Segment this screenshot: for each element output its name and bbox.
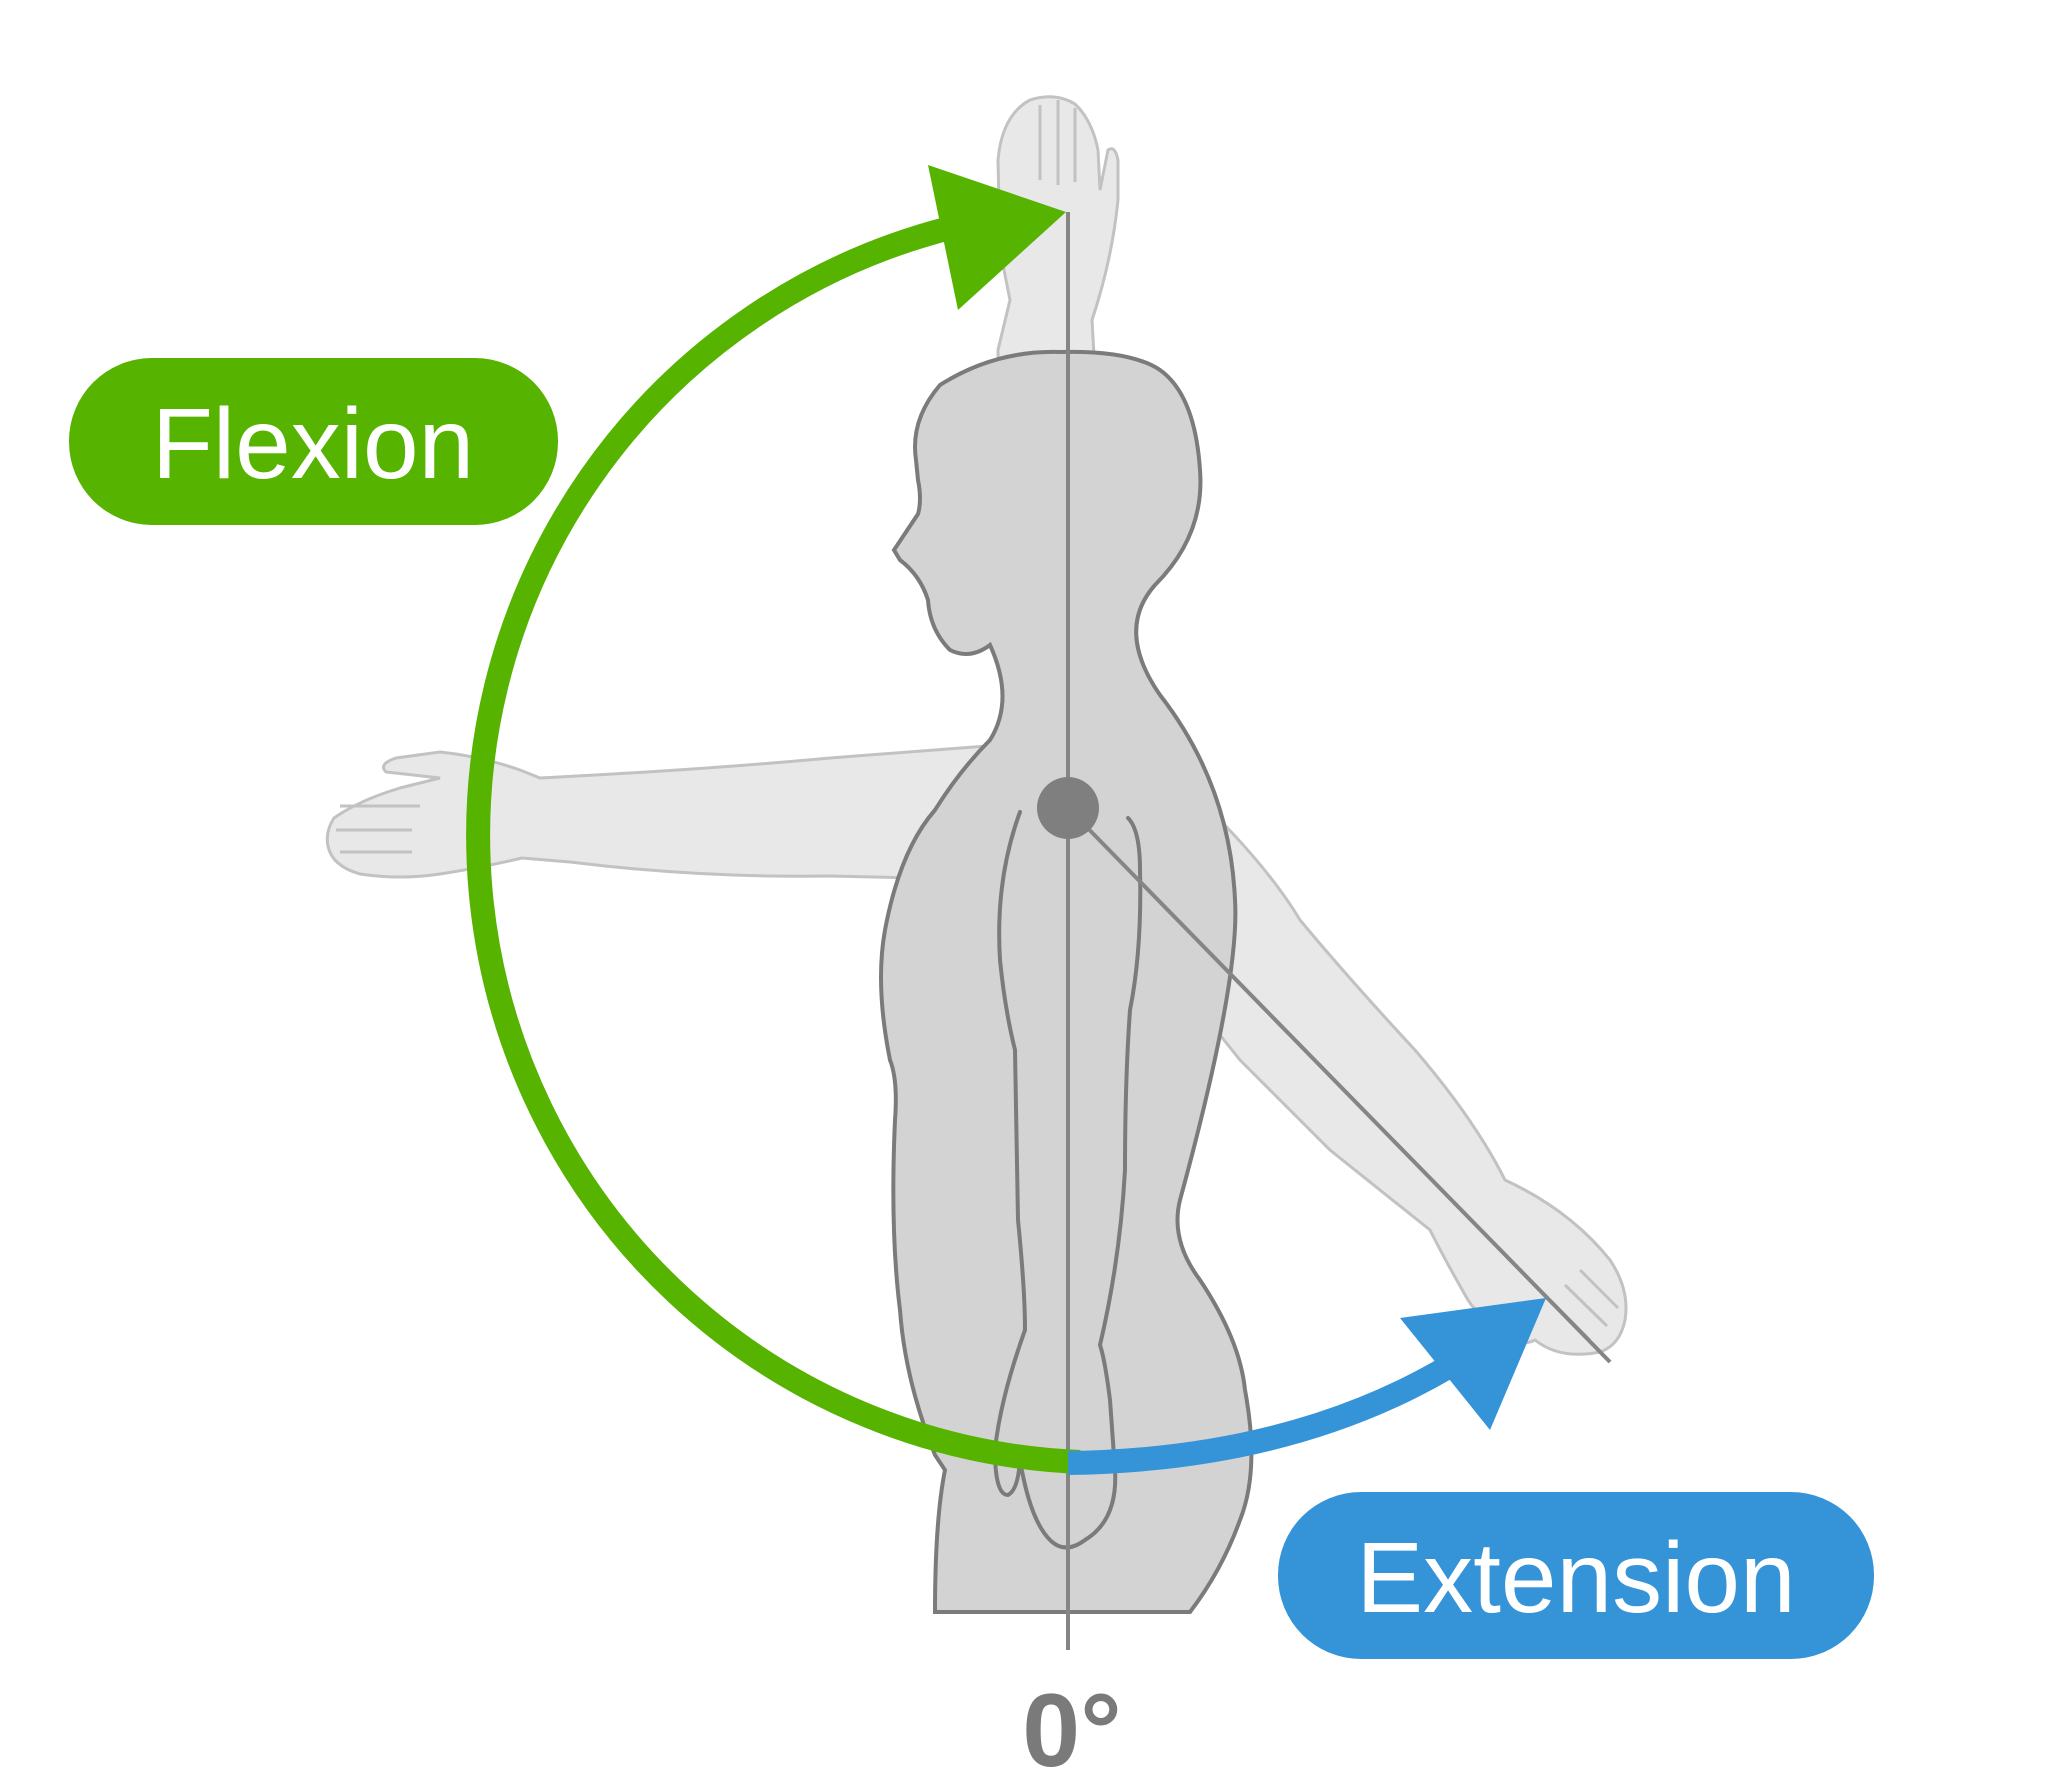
extension-arrow bbox=[1067, 1298, 1546, 1475]
ghost-arm-backward bbox=[1198, 806, 1628, 1356]
extension-label-text: Extension bbox=[1356, 1522, 1795, 1634]
extension-arrowhead bbox=[1400, 1298, 1546, 1430]
flexion-label: Flexion bbox=[69, 358, 558, 525]
flexion-arrowhead bbox=[928, 165, 1066, 310]
flexion-arrow bbox=[466, 165, 1081, 1474]
ghost-arm-forward bbox=[325, 743, 1002, 882]
extension-reference-line bbox=[1066, 806, 1612, 1364]
zero-degree-label: 0° bbox=[1022, 1673, 1121, 1789]
extension-label: Extension bbox=[1278, 1492, 1874, 1659]
flexion-label-text: Flexion bbox=[152, 388, 474, 500]
shoulder-joint bbox=[1037, 777, 1099, 839]
arm-at-side bbox=[992, 810, 1143, 1550]
